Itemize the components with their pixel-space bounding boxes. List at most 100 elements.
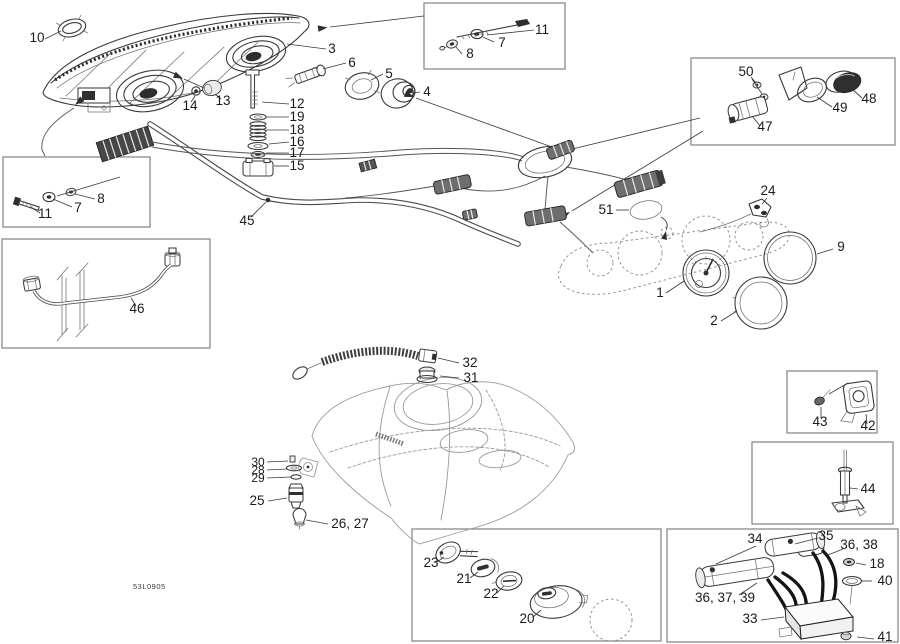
arrow-icon [75,96,85,105]
part-nut-8 [439,39,458,51]
callout-18: 18 [289,122,304,137]
arrow-icon [172,71,183,79]
part-retainer-5 [344,69,380,100]
part-gasket-10 [55,14,89,42]
part-washer-16 [247,141,269,151]
callout-29: 29 [251,471,265,485]
part-bolt-11 [456,24,518,38]
callout-36-37-39: 36, 37, 39 [695,590,755,605]
part-washer-7 [470,28,484,40]
arrow-icon [661,231,668,240]
callout-50: 50 [738,64,753,79]
callout-6: 6 [348,55,356,70]
ignition-switch-contents [435,541,633,642]
inset-box-headlight-hardware [423,2,566,70]
leader-lines [30,29,875,640]
connector-5 [462,208,478,221]
callout-32: 32 [462,355,477,370]
ground-terminal-left [22,275,41,292]
callout-40: 40 [877,573,892,588]
part-washer-7-left [42,191,56,203]
part-ring-40 [841,575,863,605]
part-hook-bolt-12 [245,69,260,109]
part-bulb-6 [285,64,326,88]
part-cap-31 [416,366,438,384]
inset-box-hardware-left [2,156,151,228]
callout-33: 33 [742,611,757,626]
mounting-hole-dashed [589,598,633,642]
part-ring-29 [290,474,302,480]
callout-11-top: 11 [535,22,549,37]
part-bracket-24 [699,198,772,233]
callout-1: 1 [656,285,664,300]
callout-16: 16 [289,134,304,149]
connector-3 [524,205,567,227]
callout-24: 24 [760,183,776,198]
callout-45: 45 [239,213,254,228]
callout-26-27: 26, 27 [331,516,369,531]
callout-22: 22 [483,586,498,601]
callout-28: 28 [251,463,265,477]
callout-18-battery: 18 [869,556,884,571]
callout-8-top: 8 [466,46,474,61]
part-bracket-15 [242,157,274,177]
callout-labels: 10 3 6 5 4 11 7 8 50 48 49 47 14 13 12 1… [29,22,892,644]
callout-13: 13 [215,93,230,108]
callout-35: 35 [818,528,833,543]
part-gauge-1 [682,249,730,297]
callout-43: 43 [812,414,827,429]
adjuster-stack [242,69,274,177]
callout-46: 46 [129,301,144,316]
headlight-assembly [41,12,310,157]
callout-19: 19 [289,109,304,124]
switch-stack [285,455,307,530]
callout-42: 42 [860,418,875,433]
harness-loop [517,145,573,179]
part-switch-25 [288,483,304,509]
part-bezel-2 [732,276,788,330]
coiled-cord [320,346,420,366]
callout-5: 5 [385,66,393,81]
main-wiring-harness [95,15,666,254]
headlight-connector-block [95,125,155,163]
callout-8-left: 8 [97,191,105,206]
sensor-contents [831,449,867,517]
headlight-wire [41,107,75,157]
part-bulb-socket-26-27 [292,507,307,530]
callout-31: 31 [463,370,478,385]
callout-15: 15 [289,158,304,173]
part-connector-32 [418,348,438,364]
part-washer-28 [285,464,303,472]
part-ring-9 [763,231,817,285]
battery-cables-contents [695,531,863,641]
callout-51: 51 [598,202,613,217]
terminal-dot-34 [709,567,715,573]
gauge-cluster [558,198,817,330]
arrow-icon [317,25,328,32]
callout-41: 41 [877,629,892,644]
arrow-icon [403,90,414,97]
part-30 [289,455,296,463]
callout-25: 25 [249,493,264,508]
tether-cord [292,346,438,384]
part-socket-47 [727,96,769,124]
console-outline [558,221,790,295]
part-cylinder-21 [470,558,500,578]
callout-7-top: 7 [498,35,506,50]
callout-7-left: 7 [74,200,82,215]
callout-2: 2 [710,313,718,328]
callout-3: 3 [328,41,336,56]
inset-box-ignition-switch [411,528,662,642]
part-washer-14 [191,86,201,96]
part-knob-13 [202,79,222,97]
callout-34: 34 [747,531,763,546]
part-lens-48 [825,70,862,94]
part-ring-22 [491,571,523,591]
inset-box-sensor [751,441,894,525]
callout-48: 48 [861,91,876,106]
connector-headlight [546,139,575,160]
callout-4: 4 [423,84,431,99]
callout-11-left: 11 [38,206,52,221]
callout-20: 20 [519,611,534,626]
